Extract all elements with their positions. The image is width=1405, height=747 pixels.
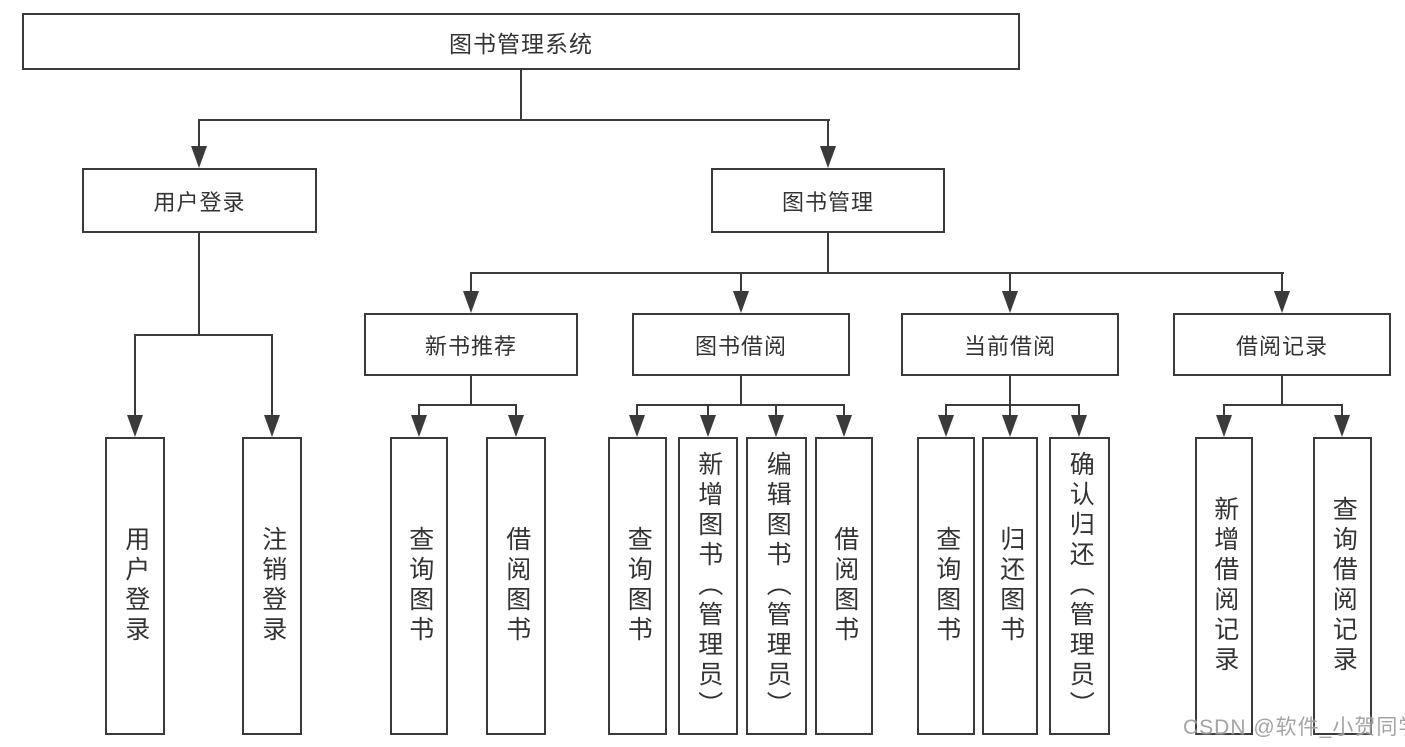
connector-line bbox=[775, 404, 777, 416]
connector-line bbox=[418, 404, 517, 406]
node-book-management: 图书管理 bbox=[711, 168, 945, 233]
watermark-text: CSDN @软件_小贺同学 bbox=[1183, 716, 1405, 739]
down-arrow-icon bbox=[411, 415, 427, 437]
connector-line bbox=[945, 404, 1080, 406]
node-return-books: 归还图书 bbox=[982, 437, 1038, 735]
down-arrow-icon bbox=[127, 415, 143, 437]
connector-line bbox=[636, 404, 845, 406]
down-arrow-icon bbox=[733, 291, 749, 313]
down-arrow-icon bbox=[1334, 415, 1350, 437]
connector-line bbox=[198, 119, 830, 121]
down-arrow-icon bbox=[508, 415, 524, 437]
connector-line bbox=[1223, 404, 1343, 406]
node-current-borrowing: 当前借阅 bbox=[901, 313, 1119, 376]
down-arrow-icon bbox=[463, 291, 479, 313]
connector-line bbox=[134, 334, 136, 416]
connector-line bbox=[271, 334, 273, 416]
connector-line bbox=[636, 404, 638, 416]
node-logout-action: 注销登录 bbox=[242, 437, 302, 735]
node-borrow-books-recommend: 借阅图书 bbox=[486, 437, 546, 735]
node-query-books-borrowing: 查询图书 bbox=[608, 437, 667, 735]
down-arrow-icon bbox=[836, 415, 852, 437]
connector-line bbox=[1281, 376, 1283, 405]
node-library-system: 图书管理系统 bbox=[22, 13, 1020, 70]
node-query-books-recommend: 查询图书 bbox=[390, 437, 448, 735]
node-new-book-recommend: 新书推荐 bbox=[364, 313, 578, 376]
down-arrow-icon bbox=[264, 415, 280, 437]
down-arrow-icon bbox=[768, 415, 784, 437]
node-add-borrow-record: 新增借阅记录 bbox=[1195, 437, 1253, 735]
connector-line bbox=[1009, 272, 1011, 292]
down-arrow-icon bbox=[700, 415, 716, 437]
connector-line bbox=[843, 404, 845, 416]
node-borrowing-records: 借阅记录 bbox=[1173, 313, 1391, 376]
down-arrow-icon bbox=[629, 415, 645, 437]
down-arrow-icon bbox=[1002, 415, 1018, 437]
node-query-books-current: 查询图书 bbox=[917, 437, 975, 735]
connector-line bbox=[470, 376, 472, 405]
down-arrow-icon bbox=[1274, 291, 1290, 313]
connector-line bbox=[198, 119, 200, 147]
connector-line bbox=[520, 70, 522, 120]
down-arrow-icon bbox=[820, 146, 836, 168]
connector-line bbox=[1009, 376, 1011, 405]
connector-line bbox=[740, 272, 742, 292]
down-arrow-icon bbox=[191, 146, 207, 168]
down-arrow-icon bbox=[1002, 291, 1018, 313]
connector-line bbox=[827, 233, 829, 273]
connector-line bbox=[1009, 404, 1011, 416]
node-edit-book-admin: 编辑图书（管理员） bbox=[746, 437, 807, 735]
node-book-borrowing: 图书借阅 bbox=[632, 313, 850, 376]
connector-line bbox=[827, 119, 829, 147]
node-confirm-return-admin: 确认归还（管理员） bbox=[1049, 437, 1110, 735]
connector-line bbox=[945, 404, 947, 416]
connector-line bbox=[1078, 404, 1080, 416]
down-arrow-icon bbox=[938, 415, 954, 437]
connector-line bbox=[1341, 404, 1343, 416]
connector-line bbox=[134, 334, 273, 336]
node-query-borrow-record: 查询借阅记录 bbox=[1313, 437, 1372, 735]
connector-line bbox=[1281, 272, 1283, 292]
connector-line bbox=[418, 404, 420, 416]
down-arrow-icon bbox=[1216, 415, 1232, 437]
connector-line bbox=[470, 272, 1284, 274]
connector-line bbox=[198, 233, 200, 335]
connector-line bbox=[470, 272, 472, 292]
node-borrow-books-borrowing: 借阅图书 bbox=[815, 437, 873, 735]
connector-line bbox=[740, 376, 742, 405]
connector-line bbox=[1223, 404, 1225, 416]
connector-line bbox=[515, 404, 517, 416]
node-user-login: 用户登录 bbox=[82, 168, 317, 233]
node-add-book-admin: 新增图书（管理员） bbox=[678, 437, 738, 735]
down-arrow-icon bbox=[1071, 415, 1087, 437]
node-user-login-action: 用户登录 bbox=[105, 437, 165, 735]
connector-line bbox=[707, 404, 709, 416]
